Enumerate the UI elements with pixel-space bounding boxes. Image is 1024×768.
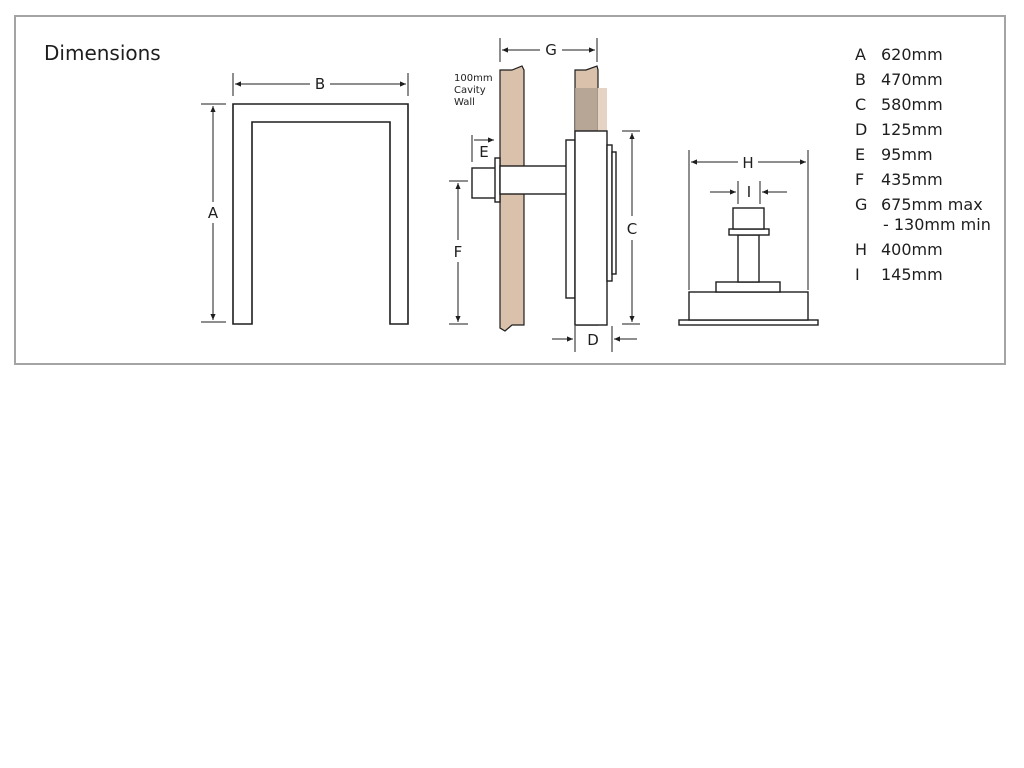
label-d: D xyxy=(587,331,599,349)
legend-letter: B xyxy=(855,70,866,89)
legend-item-h: H 400mm xyxy=(855,237,991,262)
cavity-wall-inner xyxy=(499,65,525,332)
dimension-b xyxy=(232,73,409,96)
surround-outline xyxy=(232,103,409,325)
legend-item-g: G 675mm max xyxy=(855,192,991,217)
legend-item-d: D 125mm xyxy=(855,117,991,142)
legend-value: 435mm xyxy=(881,170,943,189)
label-b: B xyxy=(315,75,325,93)
label-i: I xyxy=(747,183,751,201)
label-a: A xyxy=(208,204,219,222)
legend-letter: H xyxy=(855,240,868,259)
dimension-e xyxy=(471,135,494,162)
legend-value: 580mm xyxy=(881,95,943,114)
legend-value: 95mm xyxy=(881,145,933,164)
legend-item-i: I 145mm xyxy=(855,262,991,287)
label-c: C xyxy=(627,220,637,238)
legend-value: 470mm xyxy=(881,70,943,89)
label-h: H xyxy=(742,154,753,172)
legend-letter: D xyxy=(855,120,868,139)
legend-item-e: E 95mm xyxy=(855,142,991,167)
label-e: E xyxy=(479,143,488,161)
dimension-legend: A 620mm B 470mm C 580mm D 125mm E 95mm F 435mm… xyxy=(855,42,991,287)
legend-value: 400mm xyxy=(881,240,943,259)
legend-item-c: C 580mm xyxy=(855,92,991,117)
legend-letter: E xyxy=(855,145,866,164)
legend-item-a: A 620mm xyxy=(855,42,991,67)
dimension-f xyxy=(449,180,468,325)
cavity-wall-line-1: 100mm xyxy=(454,73,493,84)
legend-value: 675mm max xyxy=(881,195,983,214)
top-view xyxy=(678,207,819,326)
dimension-g xyxy=(499,38,598,62)
legend-letter: F xyxy=(855,170,865,189)
legend-value: 145mm xyxy=(881,265,943,284)
dimension-a xyxy=(201,103,226,323)
legend-letter: A xyxy=(855,45,866,64)
dimension-i xyxy=(710,181,787,204)
legend-value: 125mm xyxy=(881,120,943,139)
dimension-d xyxy=(552,326,637,352)
legend-letter: G xyxy=(855,195,868,214)
legend-value: 620mm xyxy=(881,45,943,64)
legend-letter: I xyxy=(855,265,860,284)
dimension-h xyxy=(688,150,809,290)
label-g: G xyxy=(545,41,557,59)
fire-body-side xyxy=(565,130,617,326)
dimension-c xyxy=(622,130,640,325)
page-title: Dimensions xyxy=(44,41,161,65)
flue-terminal xyxy=(471,157,568,203)
legend-value-g-min: - 130mm min xyxy=(883,215,991,234)
legend-item-f: F 435mm xyxy=(855,167,991,192)
front-view-surround xyxy=(232,103,409,325)
legend-letter: C xyxy=(855,95,867,114)
cavity-wall-line-3: Wall xyxy=(454,97,475,108)
legend-item-b: B 470mm xyxy=(855,67,991,92)
cavity-wall-line-2: Cavity xyxy=(454,85,486,96)
label-f: F xyxy=(454,243,463,261)
